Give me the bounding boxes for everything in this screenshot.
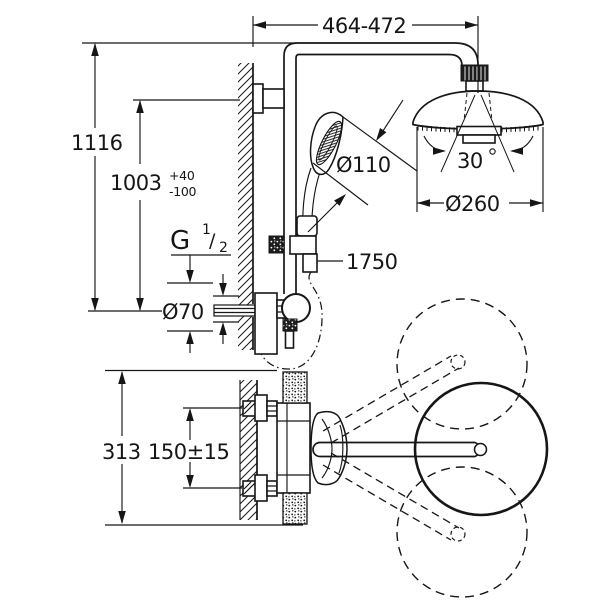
spray-center-cap xyxy=(456,125,502,136)
hand-shower-face xyxy=(315,120,343,166)
dim-total-height: 1116 xyxy=(71,42,297,312)
swivel-joint-upper xyxy=(450,354,466,370)
spray-nozzle-ticks xyxy=(417,125,539,133)
dim-escutcheon-label: Ø70 xyxy=(162,300,204,324)
dim-depth-label: 313 xyxy=(102,440,141,464)
spray-center-ring xyxy=(462,134,496,144)
side-view-dimensions: 464-472 1116 1003 +40 -100 G 1 / 2 xyxy=(71,14,544,353)
thread-numerator: 1 xyxy=(202,222,211,238)
joint-ghost-lines xyxy=(463,92,493,122)
supply-connection xyxy=(213,304,256,317)
dim-rail-height-label: 1003 xyxy=(110,171,161,195)
nut-knurling xyxy=(464,66,486,81)
wall-bracket xyxy=(252,83,285,114)
holder-block xyxy=(289,235,317,255)
dim-escutcheon: Ø70 xyxy=(162,255,239,353)
plan-head-shower-circle xyxy=(413,381,549,517)
hose-coupling xyxy=(284,330,295,349)
dim-connection-spacing: 150±15 xyxy=(148,407,242,489)
dim-depth: 313 xyxy=(102,369,303,526)
supply-nipple xyxy=(213,304,256,317)
dim-rail-height: 1003 +40 -100 xyxy=(110,99,240,311)
plan-view xyxy=(239,298,549,598)
hand-shower-face-inner xyxy=(318,125,338,161)
plan-escutcheon-upper xyxy=(282,371,308,404)
valve-knob xyxy=(281,293,311,323)
dim-connection-spacing-label: 150±15 xyxy=(148,440,229,464)
plan-shower-arm xyxy=(312,441,488,458)
dim-rail-height-tol-plus: +40 xyxy=(169,168,195,183)
plan-view-dimensions: 313 150±15 xyxy=(102,369,303,526)
wall-hatch xyxy=(238,63,253,350)
plan-valve-body xyxy=(276,371,311,525)
thread-slash: / xyxy=(209,230,216,252)
dim-spray-angle: 30 xyxy=(423,94,534,173)
dim-hose-length-label: 1750 xyxy=(346,250,397,274)
thread-denominator: 2 xyxy=(219,240,228,256)
thermostat-valve xyxy=(254,292,311,355)
dim-spray-angle-label: 30 xyxy=(457,149,483,173)
side-view xyxy=(213,42,544,370)
bracket-flange xyxy=(252,83,264,114)
dim-hose-length: 1750 xyxy=(317,250,398,274)
joint-neck xyxy=(465,80,484,92)
dim-arm-reach: 464-472 xyxy=(252,14,479,93)
head-shower xyxy=(412,64,544,144)
plan-hand-shower xyxy=(310,410,348,486)
plan-ball-joint xyxy=(473,442,488,457)
nipple-bore-lines xyxy=(214,307,255,314)
hose-connector xyxy=(302,253,318,273)
dim-arm-reach-label: 464-472 xyxy=(322,14,406,38)
dim-hand-shower-label: Ø110 xyxy=(336,153,391,177)
slider-grip xyxy=(268,235,285,254)
dim-head-shower-label: Ø260 xyxy=(445,192,500,216)
bracket-collar xyxy=(262,88,285,109)
degree-symbol xyxy=(489,148,496,155)
label-thread-size: G 1 / 2 xyxy=(170,222,231,256)
dim-total-height-label: 1116 xyxy=(71,131,123,155)
hand-shower xyxy=(268,111,344,273)
valve-escutcheon xyxy=(254,292,278,355)
swivel-joint-lower xyxy=(450,526,466,542)
shower-arm xyxy=(297,42,455,56)
swivel-position-lower xyxy=(396,466,528,598)
plan-escutcheon-lower xyxy=(282,492,308,525)
dim-rail-height-tol-minus: -100 xyxy=(169,184,197,199)
hose-coupling-knurl xyxy=(282,318,298,332)
dim-hand-shower: Ø110 xyxy=(307,99,418,233)
dim-head-shower: Ø260 xyxy=(416,127,544,216)
thread-g: G xyxy=(170,226,190,256)
swivel-position-upper xyxy=(396,298,528,430)
